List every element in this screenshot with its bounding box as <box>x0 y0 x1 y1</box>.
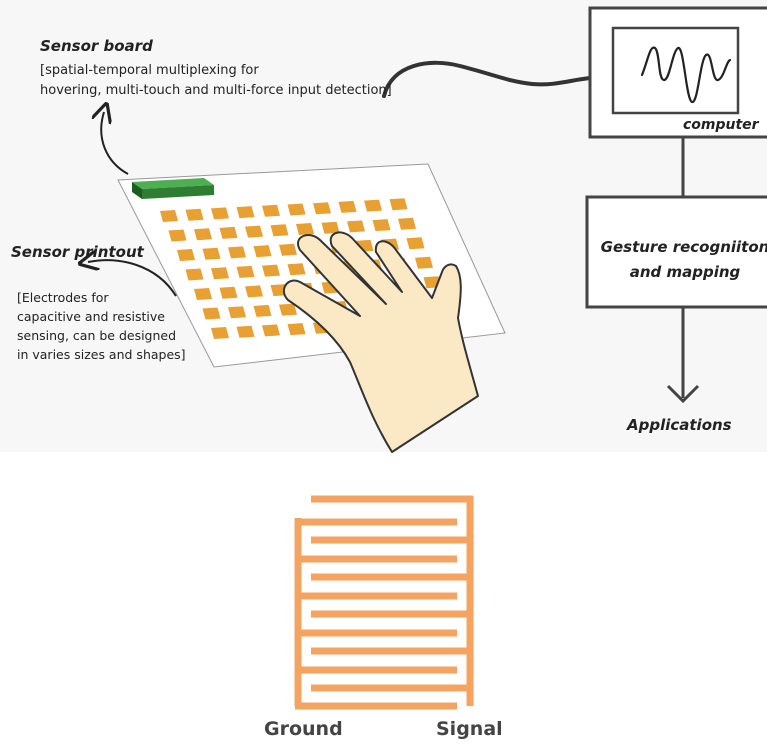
electrode-pad <box>406 237 425 250</box>
electrode-pad <box>168 229 187 242</box>
electrode-pad <box>236 265 255 278</box>
sensor-board-title: Sensor board <box>40 37 153 55</box>
applications-label: Applications <box>627 416 732 434</box>
electrode-pad <box>185 268 204 281</box>
electrode-pad <box>202 307 221 320</box>
waveform-icon <box>640 46 732 104</box>
electrode-pad <box>228 246 246 259</box>
electrode-pad <box>245 225 263 238</box>
cable-line <box>382 60 592 98</box>
electrode-pad <box>219 286 238 299</box>
electrode-pad <box>245 285 263 298</box>
electrode-pad <box>398 217 416 230</box>
electrode-pad <box>253 245 272 258</box>
electrode-pad <box>372 219 391 232</box>
electrode-pad <box>296 223 314 235</box>
electrode-pad <box>270 224 289 237</box>
electrode-pad <box>415 256 433 269</box>
electrode-pad <box>279 243 297 256</box>
electrode-pad <box>347 220 365 233</box>
electrode-pad <box>279 303 297 316</box>
curved-arrow-icon <box>88 260 177 297</box>
electrode-pad <box>211 327 229 339</box>
arrow-head <box>666 384 700 404</box>
electrode-pad <box>194 288 212 300</box>
computer-box <box>588 6 767 139</box>
electrode-pad <box>262 264 280 277</box>
electrode-pad <box>321 221 340 234</box>
gesture-recognition-label: Gesture recogniiton and mapping <box>600 238 767 281</box>
ground-label: Ground <box>264 718 343 740</box>
electrode-pad <box>236 325 255 338</box>
computer-label: computer <box>683 117 759 133</box>
electrode-pad <box>338 200 357 213</box>
electrode-pad <box>287 323 306 336</box>
electrode-pad <box>287 203 306 216</box>
electrode-pad <box>211 267 229 280</box>
electrode-pad <box>262 324 280 337</box>
electrode-pad <box>236 206 255 219</box>
gesture-box <box>585 195 767 309</box>
sensor-board-description: [spatial-temporal multiplexing for hover… <box>40 63 392 98</box>
electrode-pad <box>364 199 382 212</box>
electrode-pad <box>202 247 221 260</box>
electrode-pad <box>185 208 204 221</box>
sensor-printout-description: [Electrodes for capacitive and resistive… <box>17 290 186 362</box>
electrode-pad <box>160 210 178 222</box>
electrode-pad <box>262 204 280 217</box>
electrode-pad <box>228 306 246 319</box>
sensor-printout-title: Sensor printout <box>11 243 144 261</box>
interdigitated-electrode <box>294 495 474 710</box>
electrode-pad <box>219 226 238 239</box>
electrode-pad <box>194 228 212 241</box>
signal-label: Signal <box>436 718 503 740</box>
sensor-board-icon <box>132 178 214 199</box>
electrode-pad <box>389 198 408 211</box>
electrode-pad <box>253 304 272 317</box>
electrode-pad <box>287 263 306 276</box>
curved-arrow-icon <box>101 112 129 175</box>
electrode-pad <box>211 207 229 220</box>
electrode-pad <box>177 249 195 261</box>
electrode-pad <box>313 202 331 215</box>
hand-icon <box>282 231 479 453</box>
